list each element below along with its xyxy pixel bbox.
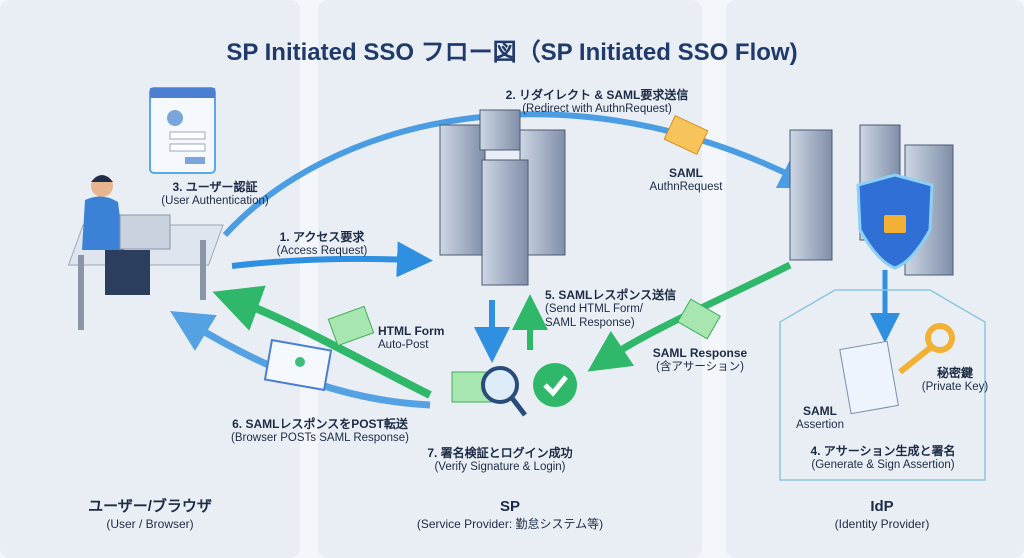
padlock-icon: [884, 215, 906, 233]
idp-column-label: IdP(Identity Provider): [834, 498, 930, 531]
assertion-box: [779, 289, 986, 481]
authn-request-envelope-icon: [663, 114, 709, 156]
step-2-label: 2. リダイレクト & SAML要求送信(Redirect with Authn…: [505, 88, 689, 115]
step-6-label: 6. SAMLレスポンスをPOST転送(Browser POSTs SAML R…: [231, 417, 409, 444]
saml-response-envelope-icon: [677, 298, 721, 340]
page-title: SP Initiated SSO フロー図（SP Initiated SSO F…: [226, 39, 798, 66]
private-key-icon: [898, 323, 955, 375]
arrow-auto-post: [212, 285, 432, 399]
login-window-icon: [149, 87, 216, 174]
step-3-label: 3. ユーザー認証(User Authentication): [161, 180, 269, 207]
sp-server-cluster-icon: [439, 109, 566, 286]
step-7-label: 7. 署名検証とログイン成功(Verify Signature & Login): [427, 446, 573, 473]
assertion-document-icon: [839, 340, 899, 415]
arrow-access-request: [231, 241, 433, 278]
idp-column: [726, 0, 1024, 558]
browser-dashboard-icon: [263, 338, 333, 392]
step-4-label: 4. アサーション生成と署名(Generate & Sign Assertion…: [810, 444, 956, 471]
private-key-label: 秘密鍵(Private Key): [921, 366, 989, 393]
browser-column-label: ユーザー/ブラウザ(User / Browser): [88, 498, 212, 531]
magnifier-icon: [481, 366, 527, 417]
html-form-envelope-icon: [327, 305, 375, 347]
sp-column-label: SP(Service Provider: 勤怠システム等): [416, 498, 604, 531]
user-at-desk-icon: [67, 175, 224, 330]
step-1-label: 1. アクセス要求(Access Request): [276, 230, 368, 257]
check-success-icon: [533, 363, 577, 407]
saml-response-label: SAML Response(含アサーション): [652, 346, 748, 373]
step-5-label: 5. SAMLレスポンス送信(Send HTML Form/SAML Respo…: [545, 288, 677, 329]
